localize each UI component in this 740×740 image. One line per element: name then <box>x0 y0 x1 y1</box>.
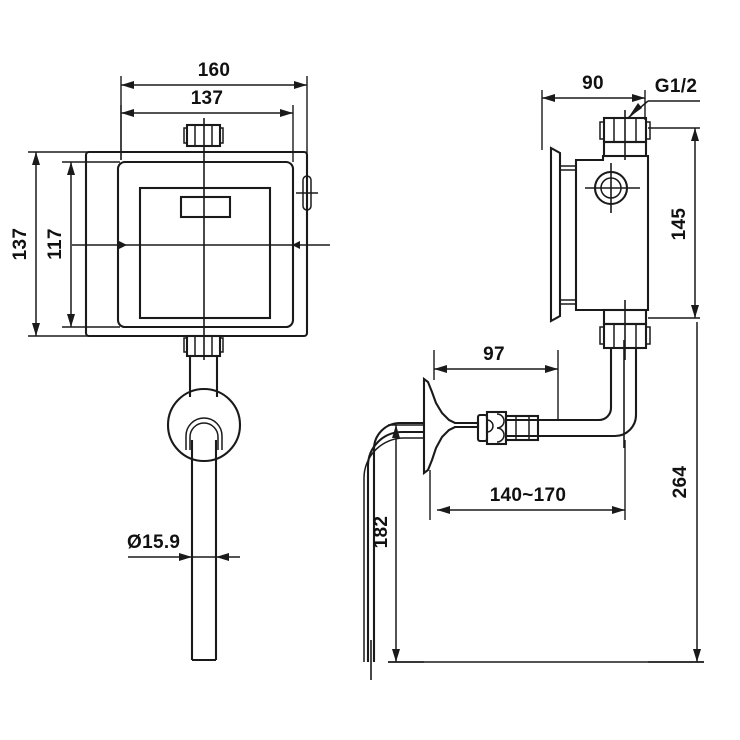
dim-145: 145 <box>648 127 700 319</box>
escutcheon-inner-ring-2 <box>189 422 219 450</box>
front-face-panel <box>138 186 272 320</box>
elbow-pipe-inner <box>506 348 613 422</box>
dim-137-width-label: 137 <box>191 88 224 109</box>
dim-145-label: 145 <box>669 208 690 241</box>
elbow-pipe-outer <box>506 348 638 438</box>
wall-plate <box>549 146 562 323</box>
side-body <box>574 154 650 312</box>
escutcheon-inner-ring <box>185 417 223 450</box>
dim-90: 90 <box>541 73 646 150</box>
dim-137-height: 137 <box>10 151 120 337</box>
installation-view: 97 140~170 182 264 <box>363 322 704 680</box>
dim-90-label: 90 <box>582 73 604 94</box>
dim-182-label: 182 <box>371 516 392 549</box>
dim-97: 97 <box>433 344 559 420</box>
dim-140-170-label: 140~170 <box>490 485 567 506</box>
dim-137-width: 137 <box>120 88 294 162</box>
centerline-arrow-left <box>119 241 127 249</box>
sensor-window <box>179 195 232 219</box>
dim-diameter-label: Ø15.9 <box>127 532 180 553</box>
dim-182: 182 <box>371 424 424 663</box>
escutcheon-outer-circle <box>166 387 242 463</box>
supply-tube-inner <box>363 437 424 662</box>
callout-g12-label: G1/2 <box>655 76 697 97</box>
bell-escutcheon <box>422 376 480 476</box>
dim-137-height-label: 137 <box>10 228 31 261</box>
dim-117-height-label: 117 <box>45 228 66 260</box>
dim-264: 264 <box>648 322 704 663</box>
side-view: 90 G1/2 145 <box>541 73 700 360</box>
callout-g12: G1/2 <box>627 76 700 119</box>
dim-160-label: 160 <box>198 60 231 81</box>
dim-97-label: 97 <box>483 344 505 365</box>
centerline-arrow-right <box>292 241 300 249</box>
dim-117-height: 117 <box>45 161 120 328</box>
dim-140-170: 140~170 <box>429 440 626 520</box>
supply-tube-mid <box>366 430 424 662</box>
connector-assembly <box>476 410 540 446</box>
front-view: 160 137 137 117 <box>10 60 330 662</box>
dim-diameter: Ø15.9 <box>127 532 240 561</box>
dim-264-label: 264 <box>670 466 691 499</box>
